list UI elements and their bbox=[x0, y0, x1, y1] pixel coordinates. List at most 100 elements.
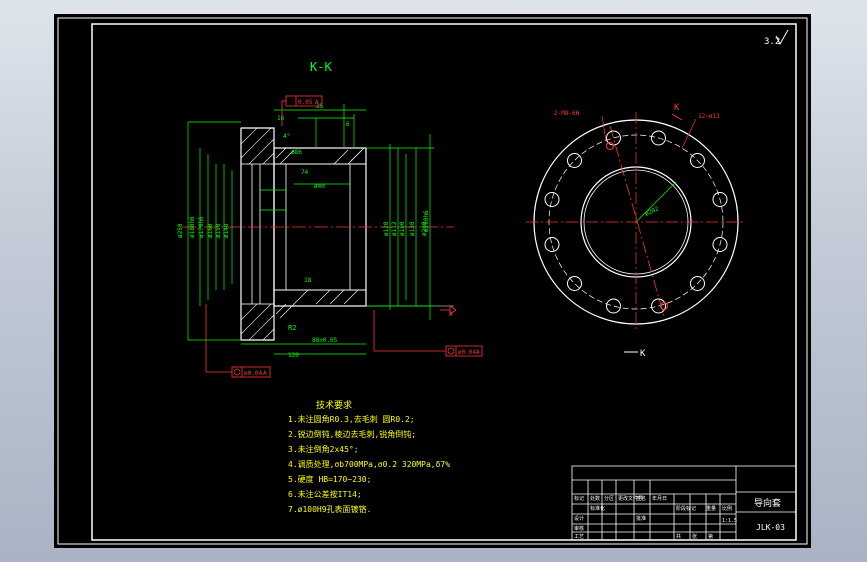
gdt-frames bbox=[205, 95, 483, 378]
threaded-hole bbox=[660, 302, 668, 310]
notes-title: 技术要求 bbox=[316, 399, 352, 411]
gdt-bottom-datum: A bbox=[263, 370, 267, 377]
bolt-hole bbox=[651, 298, 666, 314]
bolt-circle-dim: ø202 bbox=[644, 205, 660, 218]
title-block-label: 分区 bbox=[604, 495, 614, 502]
drawing-frame bbox=[91, 23, 797, 541]
flange-hatch-bottom bbox=[240, 303, 275, 341]
note-line: 2.锐边倒钝,棱边去毛刺,锐角倒钝; bbox=[288, 429, 416, 439]
svg-text:ø160: ø160 bbox=[207, 223, 214, 238]
part-name: 导向套 bbox=[754, 497, 781, 509]
svg-text:ø170h6: ø170h6 bbox=[198, 216, 205, 238]
svg-text:ø180h6: ø180h6 bbox=[189, 216, 196, 238]
svg-text:ø86: ø86 bbox=[291, 149, 302, 156]
roughness-check-icon bbox=[775, 29, 789, 46]
bolt-hole bbox=[690, 276, 705, 291]
bolt-holes bbox=[544, 130, 728, 314]
hole-callout-left: 2-M8-6H bbox=[554, 110, 580, 117]
note-line: 5.硬度 HB=170~230; bbox=[288, 474, 371, 484]
drawing-viewport[interactable]: 3.2 K-K bbox=[54, 14, 811, 548]
svg-text:ø200: ø200 bbox=[421, 221, 428, 236]
note-line: 6.未注公差按IT14; bbox=[288, 489, 362, 499]
svg-text:16: 16 bbox=[277, 115, 285, 122]
bolt-hole bbox=[544, 237, 560, 252]
front-view bbox=[526, 112, 746, 332]
note-line: 4.调质处理,σb700MPa,σ0.2 320MPa,δ7% bbox=[288, 459, 450, 469]
section-mark-top: K bbox=[674, 103, 680, 113]
bolt-hole bbox=[606, 298, 621, 314]
svg-text:4°: 4° bbox=[283, 133, 290, 140]
svg-text:ø250: ø250 bbox=[177, 223, 184, 238]
hatch-lines bbox=[240, 127, 365, 341]
notes-lines: 1.未注圆角R0.3,去毛刺 圆R0.2; 2.锐边倒钝,棱边去毛刺,锐角倒钝; 3… bbox=[288, 414, 450, 514]
bolt-hole bbox=[712, 192, 728, 207]
svg-text:120: 120 bbox=[288, 352, 299, 359]
gdt-bottom-tolerance: ø0.04 bbox=[244, 370, 262, 377]
title-block-label: 第 bbox=[708, 533, 713, 540]
svg-text:ø150: ø150 bbox=[215, 223, 222, 238]
svg-text:25: 25 bbox=[316, 103, 324, 110]
section-mark-bottom: K bbox=[640, 349, 646, 359]
cad-drawing: 3.2 K-K bbox=[57, 17, 808, 545]
section-view bbox=[182, 127, 454, 341]
section-arrow-top bbox=[671, 113, 683, 121]
threaded-hole bbox=[606, 142, 614, 150]
gdt-perp-tolerance: ø0.04 bbox=[458, 349, 476, 356]
title-block-label: 处数 bbox=[590, 495, 600, 502]
bolt-hole bbox=[712, 237, 728, 252]
svg-text:ø260h6: ø260h6 bbox=[423, 210, 430, 232]
bolt-hole bbox=[690, 153, 705, 168]
roughness-symbol: 3.2 bbox=[764, 37, 780, 47]
title-block-label: 阶段标记 bbox=[676, 505, 696, 512]
svg-text:6: 6 bbox=[346, 121, 350, 128]
dimension-texts: ø250 ø180h6 ø170h6 ø160 ø150 ø140 ø120 ø… bbox=[177, 103, 430, 359]
title-block-label: 审核 bbox=[574, 525, 584, 532]
bolt-hole bbox=[567, 153, 582, 168]
hole-callout-right: 12-ø13 bbox=[698, 113, 720, 120]
section-cut-line bbox=[609, 125, 665, 317]
title-block-label: 张 bbox=[692, 533, 697, 540]
title-block-label: 年月日 bbox=[652, 495, 667, 502]
title-block-label: 设计 bbox=[574, 515, 584, 522]
hole-leader-right bbox=[681, 118, 697, 149]
section-label: K-K bbox=[310, 60, 332, 74]
gdt-top-tolerance: 0.05 bbox=[298, 99, 313, 106]
note-line: 7.ø100H9孔表面镀铬. bbox=[288, 504, 371, 514]
flange-outline bbox=[240, 127, 275, 341]
datum-right-label: A bbox=[449, 311, 453, 318]
title-block-label: 比例 bbox=[722, 505, 732, 512]
gdt-top-datum: A bbox=[315, 99, 319, 106]
dimension-lines bbox=[187, 104, 434, 355]
drawing-number: JLK-03 bbox=[756, 523, 785, 532]
svg-text:18: 18 bbox=[304, 277, 312, 284]
title-block bbox=[571, 465, 797, 541]
title-block-label: 工艺 bbox=[574, 534, 584, 540]
bolt-hole bbox=[651, 130, 666, 146]
svg-text:ø120: ø120 bbox=[383, 221, 390, 236]
scale-value: 1:1.5 bbox=[722, 518, 737, 524]
title-block-label: 共 bbox=[676, 533, 681, 540]
title-block-label: 标准化 bbox=[590, 505, 605, 512]
hole-leader-left bbox=[601, 115, 607, 142]
svg-text:ø140: ø140 bbox=[223, 223, 230, 238]
svg-text:ø40: ø40 bbox=[314, 183, 325, 190]
bolt-hole bbox=[567, 276, 582, 291]
svg-text:88±0.05: 88±0.05 bbox=[312, 337, 338, 344]
svg-text:ø112: ø112 bbox=[391, 221, 398, 236]
title-block-label: 更改文件号 bbox=[618, 495, 643, 502]
note-line: 1.未注圆角R0.3,去毛刺 圆R0.2; bbox=[288, 414, 415, 424]
gdt-perp-datum: A bbox=[476, 349, 480, 356]
title-block-label: 批准 bbox=[636, 515, 646, 522]
svg-text:ø130: ø130 bbox=[409, 221, 416, 236]
title-block-label: 标记 bbox=[574, 495, 584, 502]
flange-hatch-top bbox=[240, 127, 275, 165]
note-line: 3.未注倒角2x45°; bbox=[288, 444, 359, 454]
bolt-dia-leader bbox=[635, 181, 677, 223]
title-block-labels: 标记处数分区更改文件号签名年月日设计标准化审核工艺 批准 阶段标记 重量比例共 张 第 bbox=[574, 495, 732, 540]
fillet-label: R2 bbox=[288, 324, 296, 332]
bolt-hole bbox=[544, 192, 560, 207]
title-block-label: 签名 bbox=[636, 495, 646, 502]
title-block-label: 重量 bbox=[706, 505, 716, 512]
sheet-border bbox=[57, 17, 808, 545]
svg-text:ø100: ø100 bbox=[399, 221, 406, 236]
